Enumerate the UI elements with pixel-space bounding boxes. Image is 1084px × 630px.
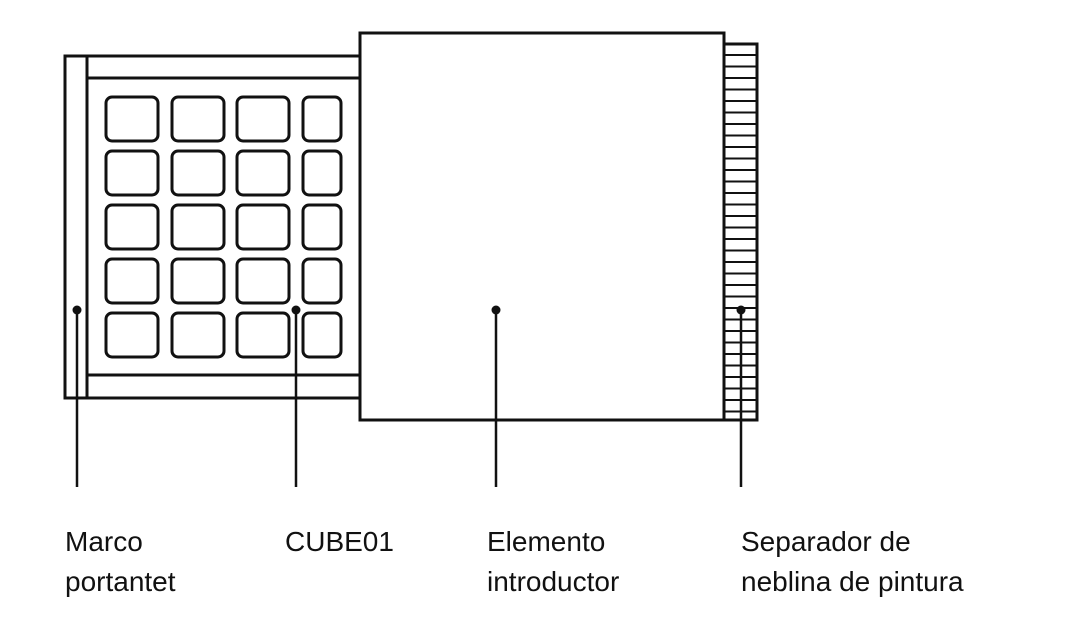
leader-dot-intro [491, 305, 501, 315]
label-separator-line-2: neblina de pintura [741, 566, 964, 597]
cube-cell [104, 311, 160, 359]
label-intro-line-1: Elemento [487, 526, 606, 557]
label-frame-line-1: Marco [65, 526, 143, 557]
label-cube-line-1: CUBE01 [285, 526, 394, 557]
cube-cell [301, 149, 343, 197]
cube-cell [170, 257, 226, 305]
cube-cell [170, 203, 226, 251]
cube-cell [235, 203, 291, 251]
cube-cell [170, 149, 226, 197]
label-cube: CUBE01 [285, 522, 394, 562]
label-intro: Elemento introductor [487, 522, 619, 602]
label-frame: Marco portantet [65, 522, 176, 602]
cube-cell [104, 203, 160, 251]
cube-cell [104, 257, 160, 305]
intro-element [358, 31, 726, 422]
cube-cell [301, 95, 343, 143]
leader-dot-frame [72, 305, 82, 315]
cube-cell [235, 257, 291, 305]
cube-cell [235, 149, 291, 197]
cube-cell [235, 311, 291, 359]
cube-cell [170, 95, 226, 143]
leader-dot-separator [736, 305, 746, 315]
cube-cell [301, 311, 343, 359]
cube-cell [104, 149, 160, 197]
cube-cell [104, 95, 160, 143]
leader-dot-cube [291, 305, 301, 315]
label-intro-line-2: introductor [487, 566, 620, 597]
cube-cell [235, 95, 291, 143]
cube-grid [104, 95, 343, 359]
label-separator: Separador de neblina de pintura [741, 522, 964, 602]
cube-cell [170, 311, 226, 359]
label-separator-line-1: Separador de [741, 526, 911, 557]
cube-cell [301, 203, 343, 251]
label-frame-line-2: portantet [65, 566, 176, 597]
cube-cell [301, 257, 343, 305]
